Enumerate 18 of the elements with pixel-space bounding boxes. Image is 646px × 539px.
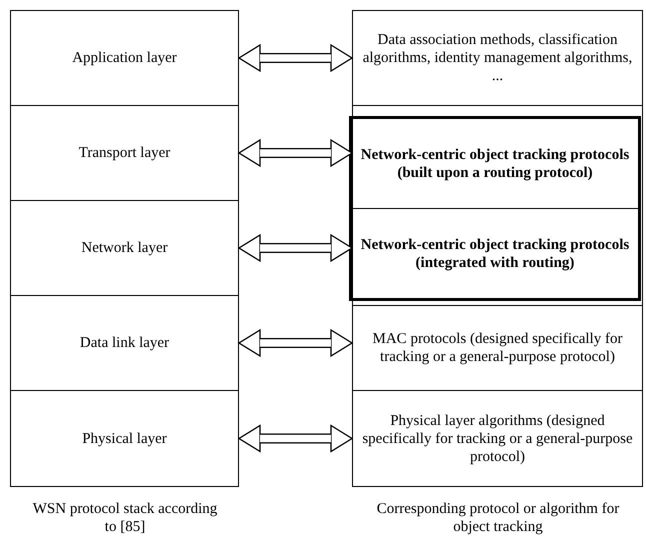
layer-text: MAC protocols (designed specifically for tracking or a general-purpose protocol): [372, 330, 624, 366]
layer-text: Network-centric object tracking protocols (integrated with routing): [360, 236, 630, 272]
layer-text: Data association methods, classification algorithms, identity management algorithms, ...: [362, 31, 634, 85]
column-caption: WSN protocol stack according to [85]: [32, 500, 218, 536]
column-caption: Corresponding protocol or algorithm for object tracking: [376, 500, 620, 536]
layer-box: [10, 295, 239, 391]
layer-box: [10, 105, 239, 201]
layer-text: Data link layer: [80, 334, 170, 352]
layer-text: Network layer: [81, 239, 168, 257]
layer-text: Application layer: [72, 49, 177, 67]
layer-box: [10, 390, 239, 487]
highlight-frame: [349, 116, 641, 301]
layer-box: [10, 200, 239, 296]
layer-box: [10, 10, 239, 106]
layer-text: Transport layer: [78, 144, 170, 162]
layer-text: Physical layer algorithms (designed specifically for tracking or a general-purpose protocol): [361, 412, 634, 466]
layer-text: Network-centric object tracking protocols (built upon a routing protocol): [360, 146, 630, 182]
layer-text: Physical layer: [82, 430, 167, 448]
